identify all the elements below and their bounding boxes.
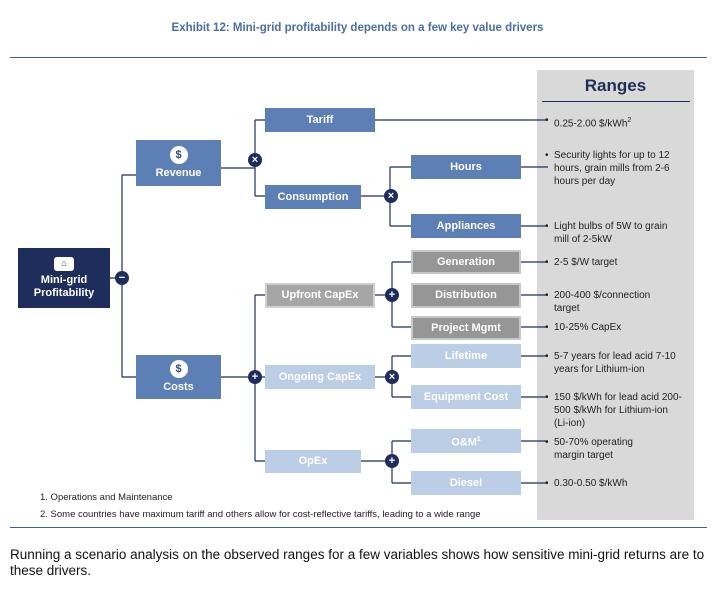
range-diesel: •0.30-0.50 $/kWh	[545, 478, 628, 489]
footnote-1: 1. Operations and Maintenance	[40, 492, 173, 503]
ongoing-capex-label: Ongoing CapEx	[278, 370, 362, 383]
caption-text: Running a scenario analysis on the obser…	[10, 547, 705, 578]
mini-grid-profitability-node: ⌂ Mini-grid Profitability	[18, 248, 110, 308]
title-divider	[10, 57, 707, 58]
costs-node: $ Costs	[136, 355, 221, 399]
range-generation: •2-5 $/W target	[545, 257, 618, 268]
money-bag-icon: $	[169, 146, 188, 164]
costs-label: Costs	[163, 381, 194, 393]
consumption-label: Consumption	[277, 190, 349, 203]
equipment-cost-label: Equipment Cost	[423, 390, 509, 403]
upfront-capex-node: Upfront CapEx	[265, 283, 375, 308]
generation-node: Generation	[411, 250, 521, 274]
range-equipment-cost: •150 $/kWh for lead acid 200-500 $/kWh f…	[545, 392, 682, 429]
consumption-multiply-operator: ×	[384, 189, 398, 203]
bottom-divider	[10, 527, 707, 528]
distribution-label: Distribution	[435, 289, 497, 301]
opex-plus-operator: +	[385, 454, 399, 468]
hours-node: Hours	[411, 155, 521, 179]
distribution-node: Distribution	[411, 283, 521, 308]
ranges-header-underline	[542, 101, 690, 102]
upfront-capex-label: Upfront CapEx	[281, 289, 359, 301]
range-hours: •Security lights for up to 12 hours, gra…	[545, 150, 670, 187]
mini-grid-icon: ⌂	[54, 256, 74, 271]
tariff-node: Tariff	[265, 108, 375, 132]
range-lifetime: •5-7 years for lead acid 7-10 years for …	[545, 351, 676, 375]
project-mgmt-node: Project Mgmt	[411, 316, 521, 340]
diesel-node: Diesel	[411, 471, 521, 495]
footnote-2: 2. Some countries have maximum tariff an…	[40, 509, 481, 520]
diesel-label: Diesel	[449, 476, 483, 489]
revenue-node: $ Revenue	[136, 140, 221, 186]
mini-grid-profitability-label: Mini-grid Profitability	[33, 273, 95, 299]
revenue-multiply-operator: ×	[248, 153, 262, 167]
range-tariff: •0.25-2.00 $/kWh2	[545, 115, 632, 130]
range-project-mgmt: •10-25% CapEx	[545, 322, 622, 333]
tariff-label: Tariff	[306, 113, 334, 126]
range-distribution: •200-400 $/connection target	[545, 290, 651, 314]
om-node: O&M1	[411, 429, 521, 453]
equipment-cost-node: Equipment Cost	[411, 385, 521, 409]
om-label: O&M1	[451, 435, 481, 449]
ongoing-capex-node: Ongoing CapEx	[265, 365, 375, 389]
costs-plus-operator: +	[248, 370, 262, 384]
appliances-node: Appliances	[411, 214, 521, 238]
project-mgmt-label: Project Mgmt	[431, 321, 501, 334]
generation-label: Generation	[436, 255, 496, 268]
upfront-capex-plus-operator: +	[385, 288, 399, 302]
ranges-header: Ranges	[584, 76, 647, 95]
lifetime-node: Lifetime	[411, 344, 521, 368]
exhibit-title: Exhibit 12: Mini-grid profitability depe…	[171, 22, 544, 34]
range-om: •50-70% operating margin target	[545, 437, 633, 461]
lifetime-label: Lifetime	[444, 349, 488, 362]
consumption-node: Consumption	[265, 185, 361, 209]
root-minus-operator: −	[115, 271, 129, 285]
opex-node: OpEx	[265, 450, 361, 473]
appliances-label: Appliances	[436, 219, 496, 232]
dollar-coin-icon: $	[169, 360, 188, 378]
ranges-panel	[537, 70, 694, 520]
opex-label: OpEx	[298, 455, 328, 467]
ongoing-capex-multiply-operator: ×	[385, 370, 399, 384]
hours-label: Hours	[450, 160, 482, 173]
revenue-label: Revenue	[155, 167, 202, 179]
range-appliances: •Light bulbs of 5W to grain mill of 2-5k…	[545, 221, 668, 245]
